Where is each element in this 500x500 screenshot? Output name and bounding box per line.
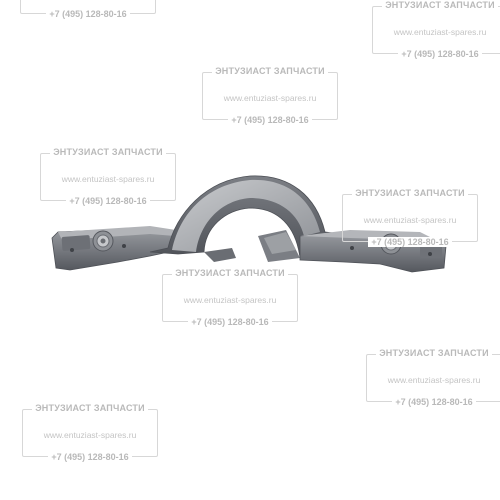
watermark-url: www.entuziast-spares.ru <box>363 215 457 225</box>
watermark: ЭНТУЗИАСТ ЗАПЧАСТИ www.entuziast-spares.… <box>342 188 478 247</box>
watermark-phone: +7 (495) 128-80-16 <box>46 9 130 19</box>
watermark-phone: +7 (495) 128-80-16 <box>368 237 452 247</box>
watermark-phone: +7 (495) 128-80-16 <box>228 115 312 125</box>
watermark-title: ЭНТУЗИАСТ ЗАПЧАСТИ <box>32 403 148 413</box>
watermark-title: ЭНТУЗИАСТ ЗАПЧАСТИ <box>382 0 498 10</box>
watermark-phone: +7 (495) 128-80-16 <box>66 196 150 206</box>
watermark: ЭНТУЗИАСТ ЗАПЧАСТИ www.entuziast-spares.… <box>22 403 158 462</box>
left-bolt <box>92 230 114 252</box>
watermark-title: ЭНТУЗИАСТ ЗАПЧАСТИ <box>172 268 288 278</box>
watermark-url: www.entuziast-spares.ru <box>61 174 155 184</box>
watermark-title: ЭНТУЗИАСТ ЗАПЧАСТИ <box>352 188 468 198</box>
watermark: ЭНТУЗИАСТ ЗАПЧАСТИ www.entuziast-spares.… <box>20 0 156 19</box>
watermark: ЭНТУЗИАСТ ЗАПЧАСТИ www.entuziast-spares.… <box>372 0 500 59</box>
watermark-url: www.entuziast-spares.ru <box>183 295 277 305</box>
watermark-phone: +7 (495) 128-80-16 <box>188 317 272 327</box>
watermark-title: ЭНТУЗИАСТ ЗАПЧАСТИ <box>212 66 328 76</box>
watermark-url: www.entuziast-spares.ru <box>43 430 137 440</box>
watermark: ЭНТУЗИАСТ ЗАПЧАСТИ www.entuziast-spares.… <box>366 348 500 407</box>
watermark: ЭНТУЗИАСТ ЗАПЧАСТИ www.entuziast-spares.… <box>40 147 176 206</box>
watermark-phone: +7 (495) 128-80-16 <box>398 49 482 59</box>
watermark: ЭНТУЗИАСТ ЗАПЧАСТИ www.entuziast-spares.… <box>162 268 298 327</box>
watermark: ЭНТУЗИАСТ ЗАПЧАСТИ www.entuziast-spares.… <box>202 66 338 125</box>
watermark-title: ЭНТУЗИАСТ ЗАПЧАСТИ <box>376 348 492 358</box>
watermark-title: ЭНТУЗИАСТ ЗАПЧАСТИ <box>50 147 166 157</box>
watermark-url: www.entuziast-spares.ru <box>387 375 481 385</box>
watermark-url: www.entuziast-spares.ru <box>223 93 317 103</box>
watermark-url: www.entuziast-spares.ru <box>393 27 487 37</box>
watermark-phone: +7 (495) 128-80-16 <box>48 452 132 462</box>
watermark-phone: +7 (495) 128-80-16 <box>392 397 476 407</box>
arch-face <box>172 179 320 252</box>
